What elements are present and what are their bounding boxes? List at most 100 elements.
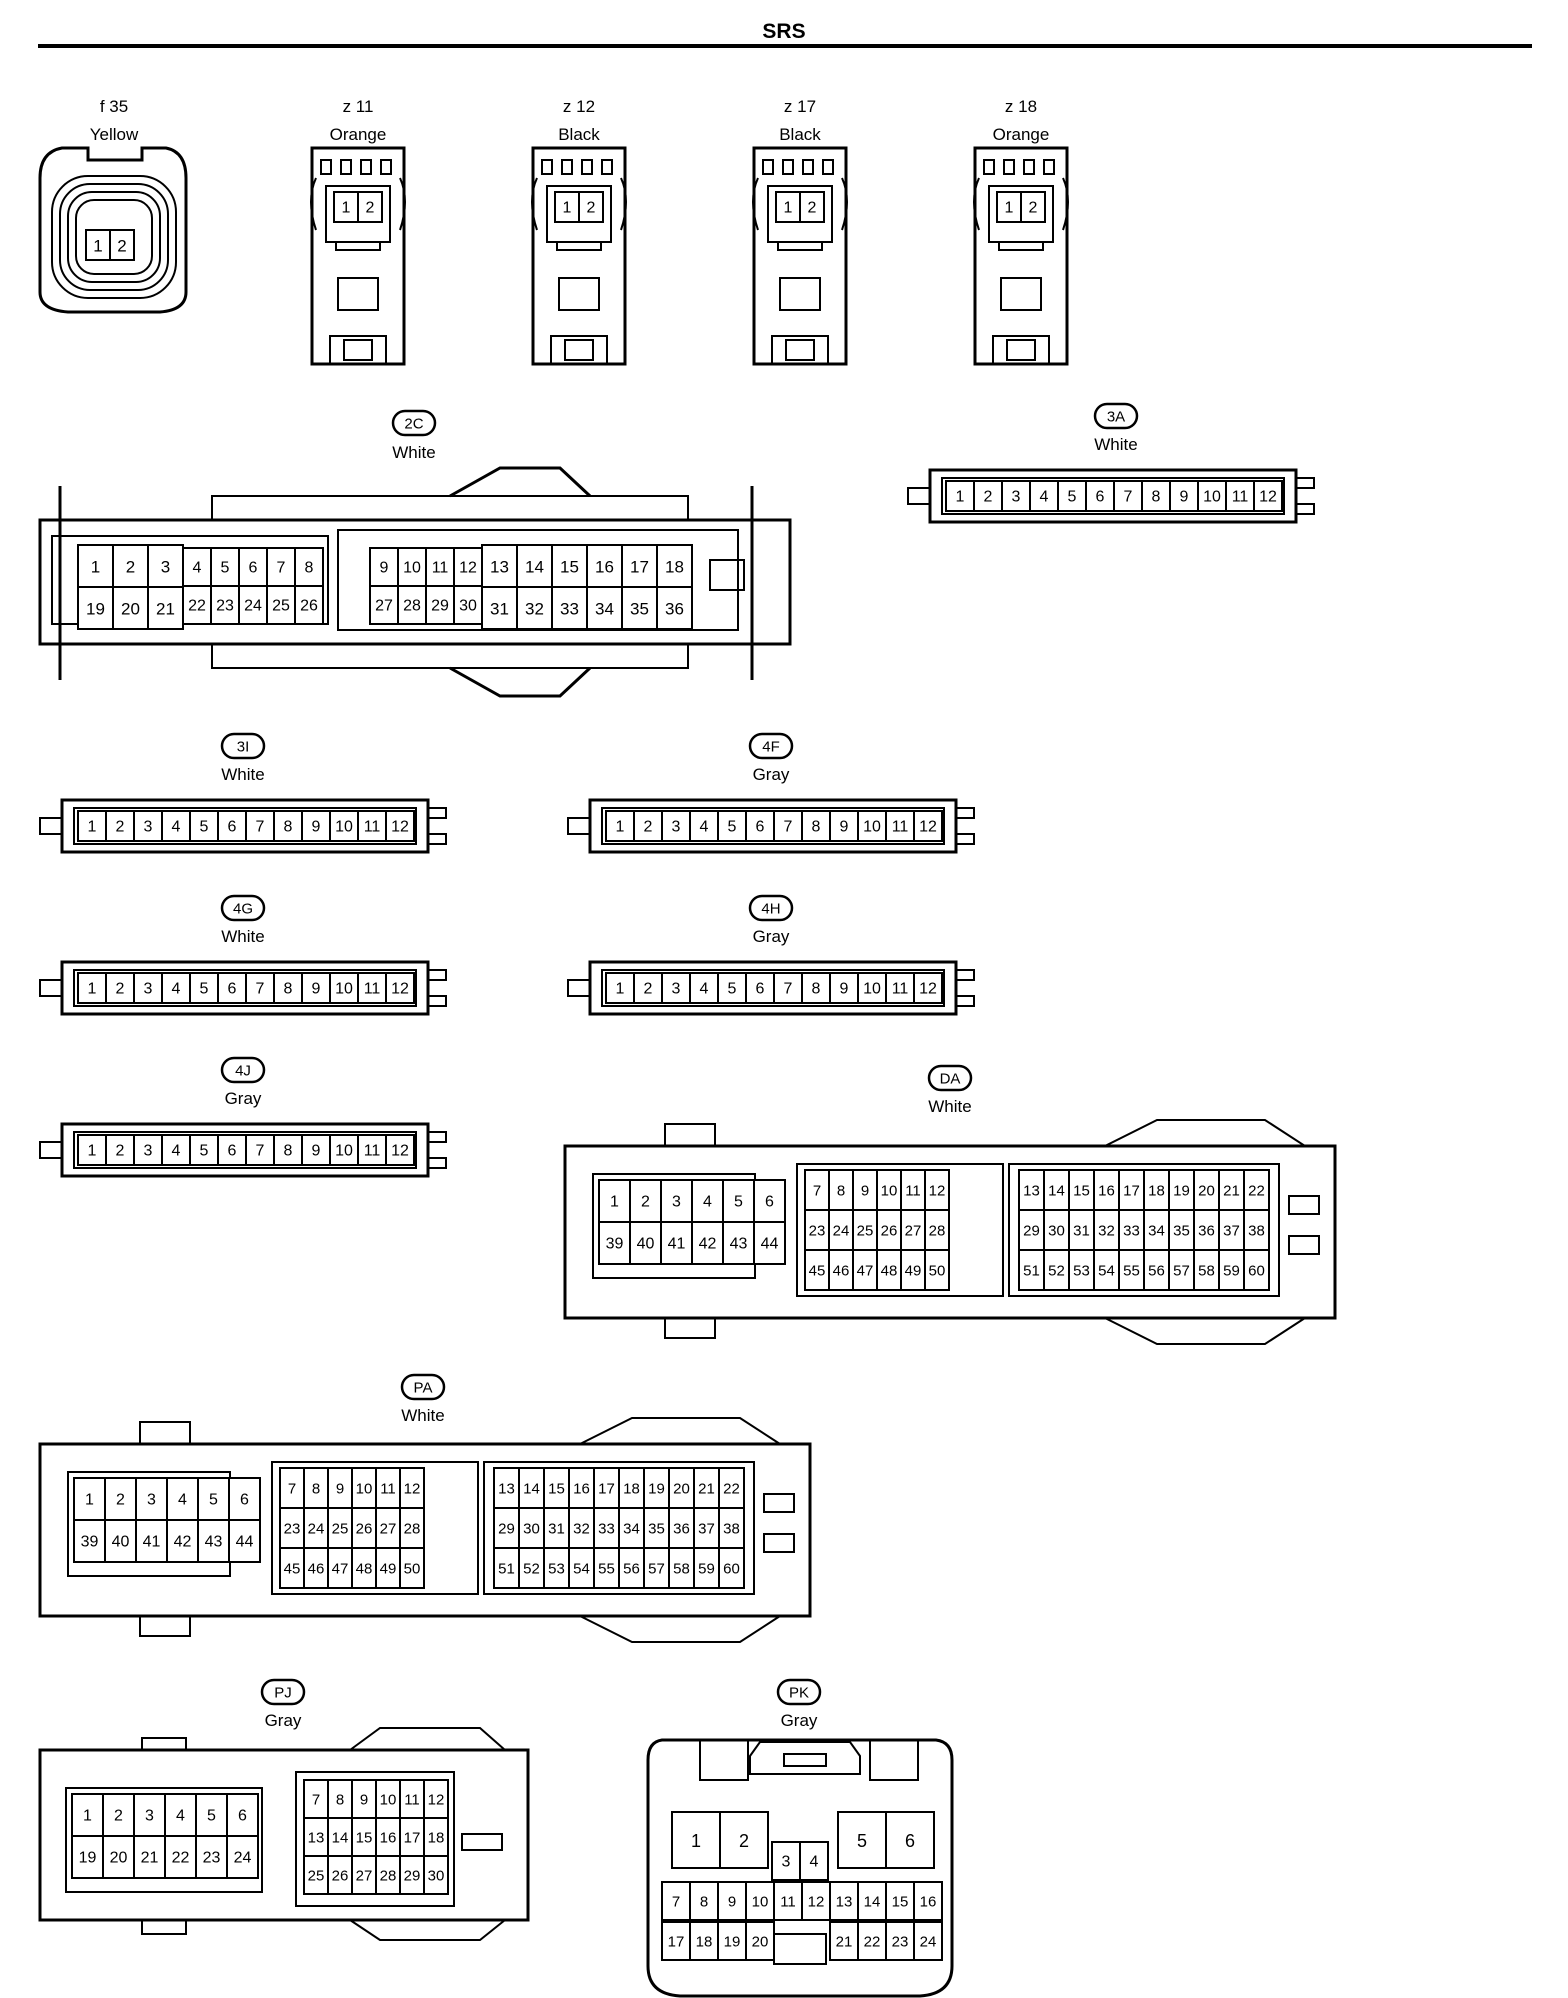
- pin-cell: [423, 1855, 449, 1895]
- housing-shape: [325, 185, 391, 243]
- pin-number: 5: [857, 1831, 867, 1851]
- housing-outline: [749, 1741, 861, 1775]
- pin-number: 4: [700, 819, 709, 836]
- pin-cell: [1197, 480, 1227, 512]
- pin-number: 3: [672, 1194, 681, 1211]
- housing-shape: [340, 159, 352, 175]
- pin-cell: [799, 1841, 829, 1881]
- pin-number: 10: [335, 1143, 353, 1160]
- pin-number: 2: [808, 200, 817, 217]
- pin-cell: [166, 1477, 199, 1521]
- pin-number: 22: [723, 1481, 740, 1498]
- pin-number: 34: [1148, 1223, 1165, 1240]
- pin-cell: [112, 586, 149, 630]
- pin-cell: [643, 1467, 670, 1509]
- pin-cell: [1141, 480, 1171, 512]
- pin-number: 22: [172, 1850, 190, 1867]
- pin-number: 32: [573, 1521, 590, 1538]
- pin-number: 6: [756, 819, 765, 836]
- pin-number: 12: [919, 819, 937, 836]
- housing-shape: [38, 1442, 812, 1618]
- pin-number: 3: [782, 1854, 791, 1871]
- pin-number: 14: [523, 1481, 540, 1498]
- pin-cell: [273, 810, 303, 842]
- housing-outline: [58, 486, 754, 680]
- pin-number: 2: [117, 237, 126, 256]
- pin-number: 9: [360, 1792, 368, 1809]
- pin-number: 26: [332, 1868, 349, 1885]
- pin-number: 51: [498, 1561, 515, 1578]
- pin-number: 32: [525, 600, 544, 619]
- housing-shape: [295, 1771, 455, 1907]
- pin-cell: [605, 810, 635, 842]
- pin-cell: [493, 1507, 520, 1549]
- pin-number: 42: [699, 1236, 717, 1253]
- pin-number: 40: [637, 1236, 655, 1253]
- housing-shape: [601, 159, 613, 175]
- pin-number: 44: [236, 1534, 254, 1551]
- pin-number: 29: [404, 1868, 421, 1885]
- pin-number: 2: [984, 489, 993, 506]
- connector-code: PJ: [274, 1685, 292, 1702]
- pin-number: 18: [665, 558, 684, 577]
- pin-number: 48: [356, 1561, 373, 1578]
- housing-shape: [779, 277, 821, 311]
- housing-shape: [541, 159, 553, 175]
- housing-shape: [869, 1739, 919, 1781]
- pin-number: 30: [523, 1521, 540, 1538]
- housing-shape: [664, 1317, 716, 1339]
- housing-shape: [531, 146, 627, 366]
- pin-number: 8: [837, 1183, 845, 1200]
- pin-cell: [660, 1179, 693, 1223]
- pin-cell: [1143, 1209, 1170, 1251]
- pin-number: 19: [648, 1481, 665, 1498]
- pin-cell: [633, 810, 663, 842]
- pin-number: 9: [861, 1183, 869, 1200]
- housing-shape: [763, 1493, 795, 1513]
- connector-code: z 17: [784, 97, 816, 116]
- pin-number: 4: [176, 1808, 185, 1825]
- pin-number: 56: [623, 1561, 640, 1578]
- pin-cell: [1020, 191, 1046, 223]
- pin-number: 60: [723, 1561, 740, 1578]
- pin-cell: [327, 1855, 353, 1895]
- pin-number: 11: [404, 1792, 420, 1809]
- housing-shape: [1288, 1235, 1320, 1255]
- pin-number: 10: [380, 1792, 397, 1809]
- pin-number: 43: [730, 1236, 748, 1253]
- pin-number: 38: [723, 1521, 740, 1538]
- pin-number: 12: [1259, 489, 1277, 506]
- pin-number: 2: [126, 558, 135, 577]
- connector-color: White: [221, 927, 264, 946]
- pin-number: 31: [490, 600, 509, 619]
- pin-number: 8: [700, 1894, 708, 1911]
- pin-number: 21: [141, 1850, 159, 1867]
- housing-shape: [360, 159, 372, 175]
- pin-cell: [135, 1519, 168, 1563]
- pin-number: 57: [648, 1561, 665, 1578]
- pin-number: 12: [459, 560, 477, 577]
- pin-number: 1: [342, 200, 351, 217]
- pin-number: 7: [256, 1143, 265, 1160]
- pin-number: 35: [1173, 1223, 1190, 1240]
- pin-number: 19: [79, 1850, 97, 1867]
- housing-shape: [39, 817, 63, 835]
- pin-cell: [1093, 1209, 1120, 1251]
- pin-number: 13: [498, 1481, 515, 1498]
- pin-number: 1: [784, 200, 793, 217]
- pin-number: 15: [356, 1830, 373, 1847]
- pin-number: 6: [228, 1143, 237, 1160]
- pin-number: 17: [404, 1830, 421, 1847]
- pin-cell: [217, 1134, 247, 1166]
- housing-shape: [581, 159, 593, 175]
- pin-number: 1: [610, 1194, 619, 1211]
- pin-cell: [689, 972, 719, 1004]
- housing-shape: [310, 146, 406, 366]
- pin-cell: [633, 972, 663, 1004]
- pin-cell: [85, 229, 111, 261]
- pin-number: 10: [403, 560, 421, 577]
- housing-shape: [73, 807, 417, 845]
- pin-number: 37: [1223, 1223, 1240, 1240]
